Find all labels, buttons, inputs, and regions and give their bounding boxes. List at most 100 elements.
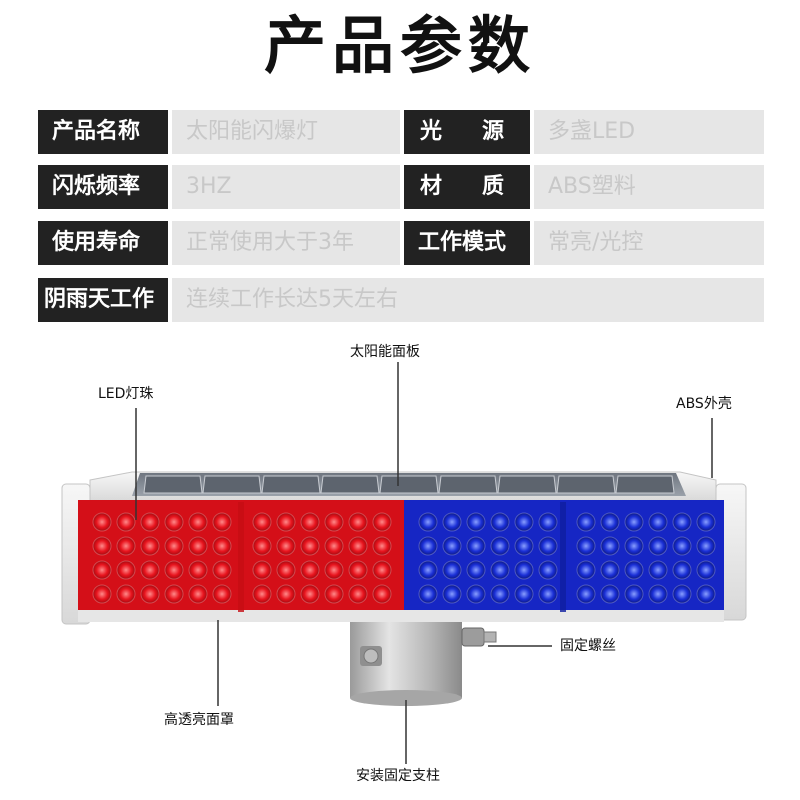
- solar-cell: [497, 475, 557, 494]
- led-bead: [212, 536, 232, 556]
- led-bead: [348, 512, 368, 532]
- led-bead: [324, 512, 344, 532]
- spec-label-product-name: 产品名称: [38, 110, 168, 154]
- led-bead: [442, 560, 462, 580]
- led-bead: [418, 536, 438, 556]
- led-bead: [442, 512, 462, 532]
- led-bead: [276, 536, 296, 556]
- led-bead: [324, 560, 344, 580]
- led-bead: [600, 560, 620, 580]
- spec-row-2: 闪烁频率 3HZ 材 质 ABS塑料: [38, 165, 764, 209]
- solar-cell: [438, 475, 498, 494]
- led-bead: [252, 512, 272, 532]
- led-bead: [324, 536, 344, 556]
- spec-row-1: 产品名称 太阳能闪爆灯 光 源 多盏LED: [38, 110, 764, 154]
- spec-label-light-source-part1: 光: [420, 119, 443, 144]
- led-bead: [116, 560, 136, 580]
- led-bead: [92, 560, 112, 580]
- led-bead: [164, 560, 184, 580]
- led-bead: [696, 512, 716, 532]
- led-bead: [418, 560, 438, 580]
- led-bead: [538, 584, 558, 604]
- led-bead: [696, 560, 716, 580]
- callout-mount-pole: 安装固定支柱: [356, 768, 440, 784]
- led-bead: [538, 512, 558, 532]
- led-bead: [348, 560, 368, 580]
- solar-cell: [615, 475, 675, 494]
- led-bead: [300, 560, 320, 580]
- led-bead: [140, 536, 160, 556]
- led-bead: [672, 512, 692, 532]
- led-bead: [188, 584, 208, 604]
- led-bead: [188, 560, 208, 580]
- led-bead: [648, 584, 668, 604]
- led-bead: [116, 512, 136, 532]
- spec-value-flash-frequency: 3HZ: [172, 165, 400, 209]
- solar-panel-cells: [143, 475, 675, 494]
- spec-value-light-source: 多盏LED: [534, 110, 764, 154]
- solar-cell: [261, 475, 321, 494]
- solar-cell: [202, 475, 262, 494]
- led-bead: [324, 584, 344, 604]
- led-bead: [212, 560, 232, 580]
- led-bead: [624, 512, 644, 532]
- callout-lines: [135, 362, 713, 764]
- led-bead: [92, 512, 112, 532]
- spec-label-material-part2: 质: [481, 174, 504, 199]
- led-bead: [576, 560, 596, 580]
- led-bead: [490, 560, 510, 580]
- spec-value-service-life: 正常使用大于3年: [172, 221, 400, 265]
- led-bead: [624, 536, 644, 556]
- led-bead: [164, 536, 184, 556]
- led-bead: [600, 512, 620, 532]
- led-bead: [514, 512, 534, 532]
- led-bead: [212, 512, 232, 532]
- led-bead: [164, 512, 184, 532]
- spec-label-light-source: 光 源: [404, 110, 530, 154]
- led-bead: [372, 560, 392, 580]
- fixing-screw: [461, 627, 497, 647]
- spec-row-3: 使用寿命 正常使用大于3年 工作模式 常亮/光控: [38, 221, 764, 265]
- page-title: 产品参数: [263, 9, 536, 82]
- led-bead: [600, 536, 620, 556]
- led-bead: [648, 536, 668, 556]
- spec-value-work-mode: 常亮/光控: [534, 221, 764, 265]
- led-bead: [188, 512, 208, 532]
- led-bead: [514, 536, 534, 556]
- solar-cell: [556, 475, 616, 494]
- spec-value-rainy-operation: 连续工作长达5天左右: [172, 278, 764, 322]
- led-bead: [300, 536, 320, 556]
- spec-label-material-part1: 材: [420, 174, 443, 199]
- led-bead: [538, 560, 558, 580]
- led-bead: [466, 536, 486, 556]
- led-bead: [116, 536, 136, 556]
- spec-label-material: 材 质: [404, 165, 530, 209]
- callout-solar-panel: 太阳能面板: [350, 344, 420, 360]
- solar-cell: [379, 475, 439, 494]
- led-bead: [672, 584, 692, 604]
- led-bead: [514, 584, 534, 604]
- led-bead: [372, 584, 392, 604]
- callout-fixing-screw: 固定螺丝: [560, 638, 616, 654]
- led-bead: [276, 560, 296, 580]
- led-bead: [576, 536, 596, 556]
- mount-pole: [350, 612, 462, 706]
- led-bead: [466, 560, 486, 580]
- light-body: [61, 471, 747, 625]
- led-bead: [442, 584, 462, 604]
- led-bead: [648, 560, 668, 580]
- led-bead: [300, 584, 320, 604]
- led-bead: [418, 512, 438, 532]
- led-bead: [624, 584, 644, 604]
- spec-label-flash-frequency: 闪烁频率: [38, 165, 168, 209]
- led-bead: [276, 584, 296, 604]
- led-bead: [348, 584, 368, 604]
- led-bead: [140, 560, 160, 580]
- led-bead: [418, 584, 438, 604]
- led-bead: [252, 584, 272, 604]
- solar-cell: [143, 475, 203, 494]
- led-bead: [140, 584, 160, 604]
- led-bead: [624, 560, 644, 580]
- led-bead: [188, 536, 208, 556]
